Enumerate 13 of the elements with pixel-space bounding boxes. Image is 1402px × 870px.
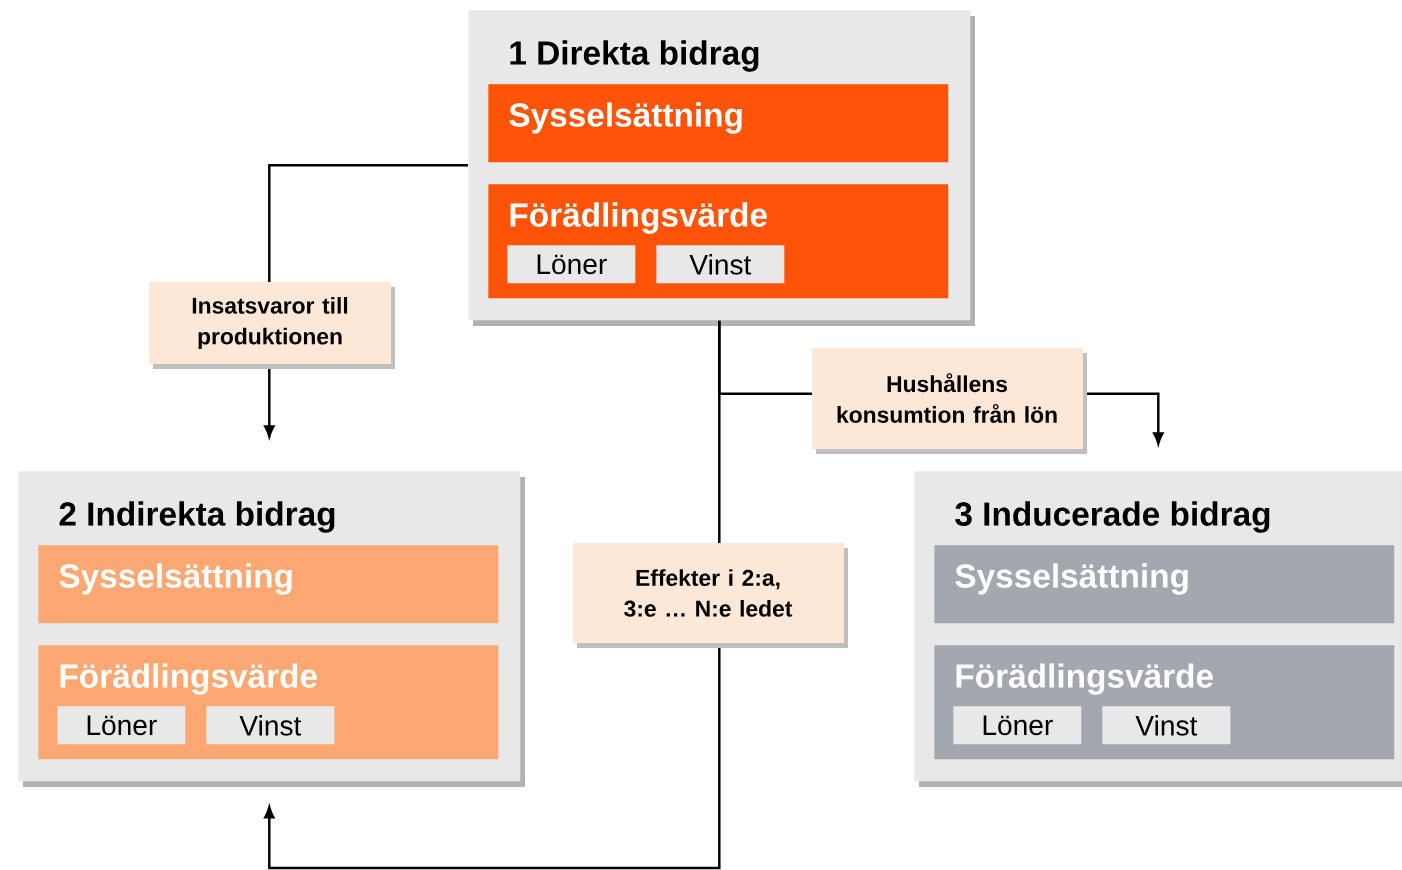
edge-label: Effekter i 2:a, 3:e … N:e ledet — [573, 543, 848, 648]
category-bar: Sysselsättning — [38, 545, 499, 624]
connector-arrow — [264, 320, 721, 870]
edge-label: Hushållens konsumtion från lön — [812, 348, 1087, 454]
category-bar: Sysselsättning — [488, 84, 949, 163]
category-bar: Sysselsättning — [934, 545, 1395, 624]
component-chip: Vinst — [656, 245, 785, 284]
component-chip: Löner — [57, 706, 186, 745]
edge-label: Insatsvaror till produktionen — [149, 282, 395, 369]
component-chip: Vinst — [206, 706, 335, 745]
component-chip: Löner — [953, 706, 1082, 745]
component-chip: Vinst — [1102, 706, 1231, 745]
component-chip: Löner — [507, 245, 636, 284]
